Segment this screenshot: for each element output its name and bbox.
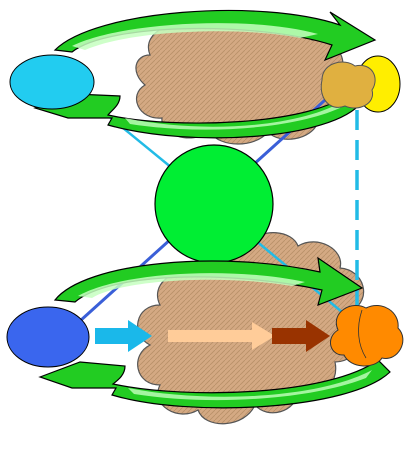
top-left-ellipse [10,55,94,109]
bottom-left-ellipse [7,307,89,367]
center-circle [155,145,273,263]
top-right-orange-blob [321,62,375,108]
